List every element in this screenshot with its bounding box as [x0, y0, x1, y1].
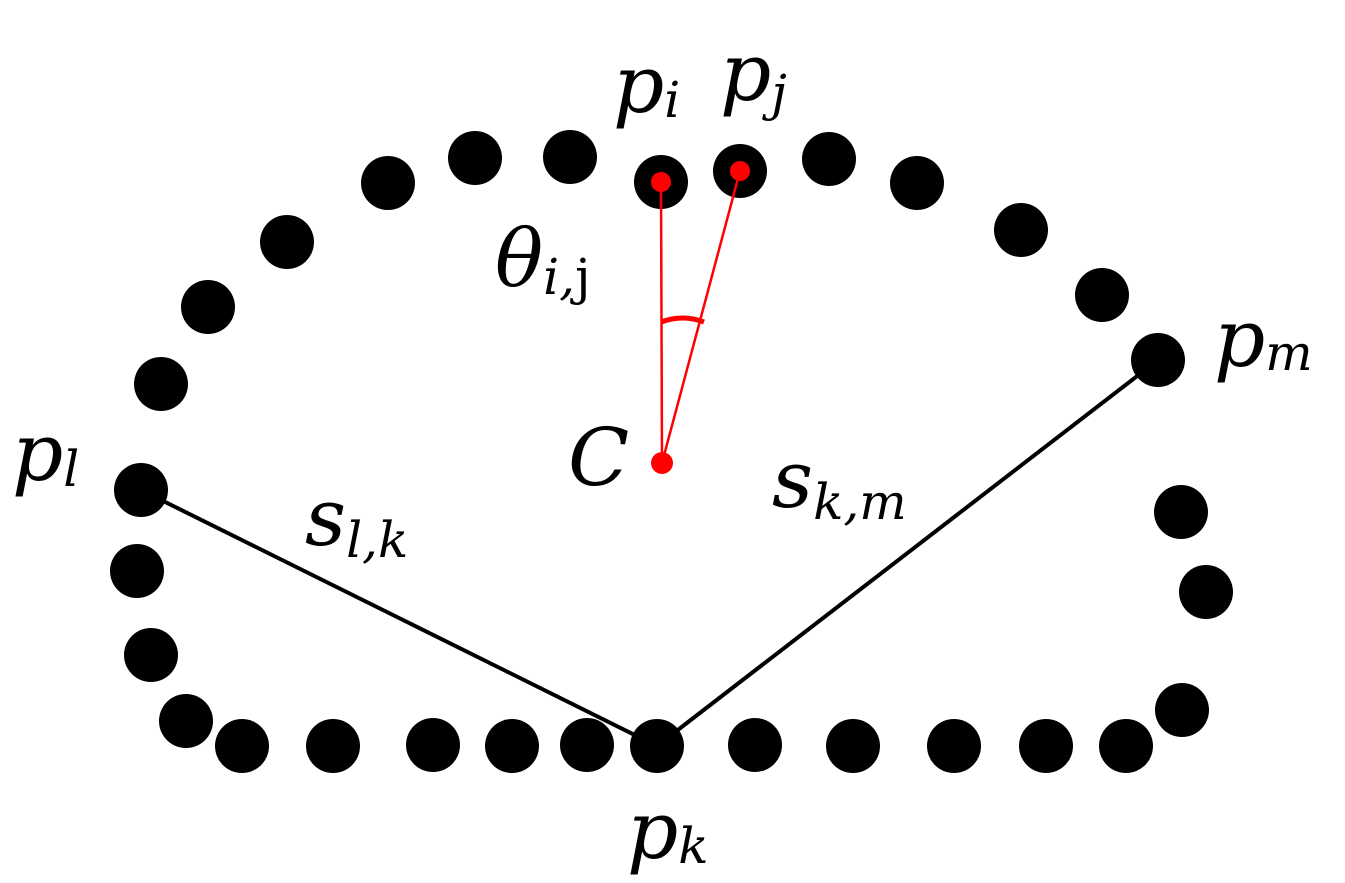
contour-point	[1019, 719, 1073, 773]
contour-point	[890, 156, 944, 210]
highlight-point-pj	[730, 161, 750, 181]
contour-point	[728, 718, 782, 772]
contour-point	[826, 719, 880, 773]
label-p-l: pl	[12, 406, 79, 499]
contour-point	[1075, 268, 1129, 322]
contour-point	[306, 719, 360, 773]
center-point-c	[651, 452, 673, 474]
contour-point	[260, 215, 314, 269]
label-center-c: C	[568, 411, 629, 504]
contour-point	[215, 719, 269, 773]
contour-point	[543, 130, 597, 184]
segment-l-k	[140, 488, 658, 748]
contour-points	[110, 130, 1233, 773]
contour-point	[927, 719, 981, 773]
contour-point	[448, 131, 502, 185]
contour-point	[1179, 565, 1233, 619]
label-s-km: sk,m	[772, 433, 907, 531]
highlight-point-pi	[651, 172, 671, 192]
segment-k-m	[655, 358, 1160, 748]
contour-point	[159, 694, 213, 748]
contour-point	[1155, 683, 1209, 737]
contour-point	[802, 132, 856, 186]
contour-point	[994, 203, 1048, 257]
contour-point	[134, 357, 188, 411]
contour-point	[560, 718, 614, 772]
label-p-m: pm	[1214, 292, 1313, 385]
contour-point	[406, 718, 460, 772]
label-p-k: pk	[627, 784, 709, 877]
label-p-j: pj	[720, 26, 787, 122]
ray-c-to-pj	[660, 170, 742, 464]
angle-arc	[660, 315, 705, 325]
label-s-lk: sl,k	[305, 471, 408, 569]
contour-point	[1154, 485, 1208, 539]
contour-point	[110, 544, 164, 598]
contour-point	[124, 628, 178, 682]
contour-point	[361, 156, 415, 210]
contour-point	[485, 719, 539, 773]
label-p-i: pi	[613, 38, 680, 131]
contour-point	[1099, 719, 1153, 773]
contour-point	[181, 280, 235, 334]
label-theta-ij: θi,j	[495, 212, 591, 306]
